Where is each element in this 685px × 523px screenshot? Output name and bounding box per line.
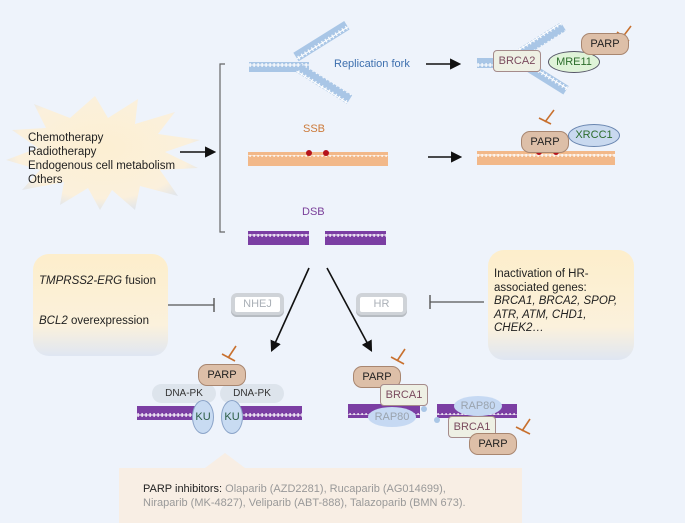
nhej-pathway-box: NHEJ [231,293,284,317]
cause-item: Endogenous cell metabolism [28,160,176,172]
hr-intro-line: Inactivation of HR- [494,268,589,280]
hr-genes-line: ATR, ATM, CHD1, [494,308,587,321]
rap80-protein-1: RAP80 [368,407,416,427]
mre11-protein: MRE11 [548,51,600,73]
hr-pathway-box: HR [356,293,407,317]
brca2-protein: BRCA2 [493,50,541,72]
inhibitors-line1: Olaparib (AZD2281), Rucaparib (AG014699)… [222,483,446,495]
hr-genes-line: BRCA1, BRCA2, SPOP, [494,295,618,307]
parp-protein-hr-1: PARP [353,366,401,388]
cause-item: Chemotherapy [28,132,104,144]
parp-inhibitors-heading: PARP inhibitors: [143,483,223,495]
inhibit-mark-nhej-parp [221,345,237,362]
cause-item: Others [28,174,63,186]
nhej-label: NHEJ [235,297,280,312]
cause-item: Radiotherapy [28,146,97,158]
tmprss2-erg-line: TMPRSS2-ERG fusion [39,275,156,287]
hr-label: HR [360,297,403,312]
inhibit-mark-ssb-parp [538,109,555,125]
arrow-to-nhej [270,267,310,353]
ku-protein-left: KU [192,400,214,434]
replication-fork-dna [249,20,353,104]
parp-protein-ssb: PARP [521,131,569,153]
xrcc1-protein: XRCC1 [568,124,620,147]
damage-source-starburst [6,96,200,210]
inhibit-hr-line [429,295,484,309]
hr-genes-line: CHEK2… [494,322,544,334]
dsb-label: DSB [302,206,325,218]
parp-inhibitors-box: PARP inhibitors: Olaparib (AZD2281), Ruc… [119,468,522,523]
dsb-dna [248,231,386,245]
parp-protein-nhej: PARP [198,364,246,386]
arrow-to-hr [326,267,373,352]
bracket [219,63,225,233]
inhibit-mark-hr-parp-1 [390,348,406,365]
bcl2-line: BCL2 overexpression [39,315,149,327]
replication-fork-label: Replication fork [334,58,410,70]
ssb-label: SSB [303,123,326,135]
lesion-dot [306,150,312,156]
parp-protein-hr-2: PARP [469,433,517,455]
inhibitors-callout-pointer [205,453,245,468]
rap80-protein-2: RAP80 [454,396,502,416]
inhibit-mark-hr-parp-2 [515,418,531,435]
nhej-dna [137,406,302,420]
damage-causes-list: Chemotherapy Radiotherapy Endogenous cel… [28,131,175,187]
inhibit-nhej-line [168,298,215,312]
ssb-dna [248,150,388,166]
brca1-protein-1: BRCA1 [380,384,428,406]
lesion-dot [323,150,329,156]
nhej-suppressors-box: TMPRSS2-ERG fusion BCL2 overexpression [33,254,168,356]
parp-protein-fork: PARP [581,33,629,55]
hr-intro-line: associated genes: [494,281,587,294]
ku-protein-right: KU [221,400,243,434]
hr-gene-inactivation-box: Inactivation of HR- associated genes: BR… [488,250,634,360]
dna-pk-protein-left: DNA-PK [152,384,216,403]
brca1-protein-2: BRCA1 [448,416,496,438]
inhibitors-line2: Niraparib (MK-4827), Veliparib (ABT-888)… [143,497,466,509]
dna-pk-protein-right: DNA-PK [220,384,284,403]
